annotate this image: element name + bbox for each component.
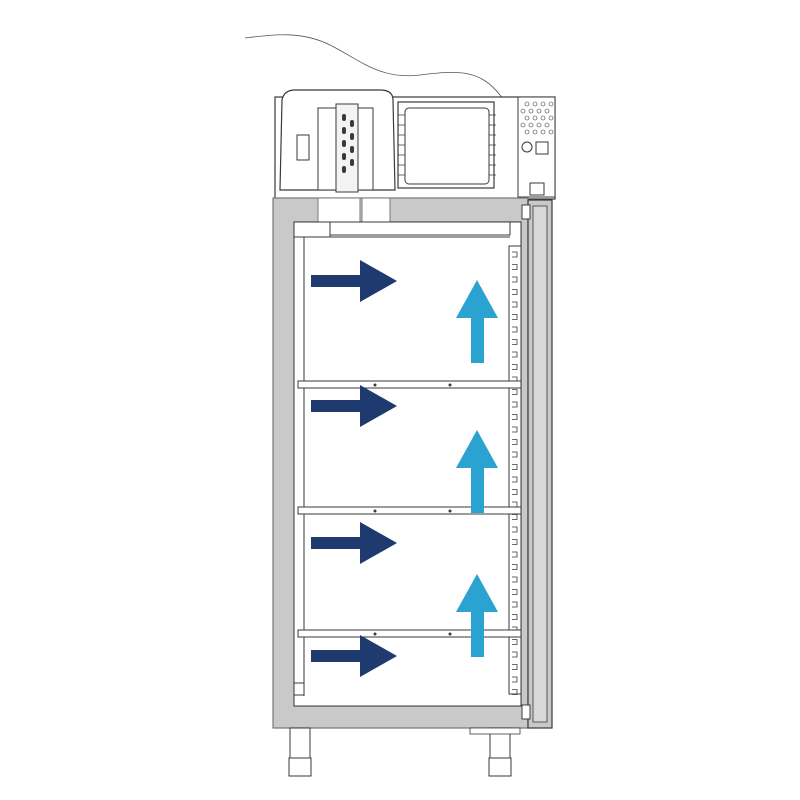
cabinet-door [521,199,553,729]
rail-slot [512,539,518,545]
rail-slot [512,314,518,320]
rail-slot [512,264,518,270]
rail-slot [512,401,518,408]
vertical-airflow-arrow [456,430,498,513]
rail-slot [512,326,518,333]
shelf [297,629,522,638]
rail-slot [512,576,518,583]
rail-slot [512,639,518,645]
rail-slot [512,601,518,608]
rail-slot [512,614,518,620]
rail-slot [512,476,518,483]
vertical-airflow-arrow [456,574,498,657]
shelf [297,380,522,389]
airflow-arrows [311,260,498,677]
rail-slot [512,389,518,395]
horizontal-airflow-arrow [311,635,397,677]
rail-slot [512,414,518,420]
rail-slot [512,451,518,458]
rail-slot [512,676,518,683]
horizontal-airflow-arrow [311,260,397,302]
shelf [297,506,522,515]
rack-rail [508,245,522,695]
rail-slot [512,339,518,345]
rail-slot [512,651,518,658]
refrigeration-unit [274,89,556,200]
rail-slot [512,464,518,470]
door-hinge-icon [521,204,531,220]
rail-slot [512,689,518,695]
rail-slot [512,351,518,358]
horizontal-airflow-arrow [311,385,397,427]
rail-slot [512,564,518,570]
rail-slot [512,251,518,258]
rail-slot [512,289,518,295]
rail-slot [512,439,518,445]
rail-slot [512,551,518,558]
rail-slot [512,426,518,433]
shelves [297,380,522,638]
rail-slot [512,589,518,595]
rail-slot [512,664,518,670]
door-hinge-icon [521,704,531,720]
rail-slot [512,364,518,370]
rail-slot [512,489,518,495]
cabinet-leg-icon [488,727,512,777]
horizontal-airflow-arrow [311,522,397,564]
cabinet-leg-icon [288,727,312,777]
rail-slot [512,526,518,533]
cabinet-legs [288,727,521,777]
rail-slot [512,301,518,308]
condenser-coil-icon [397,101,496,189]
vertical-airflow-arrow [456,280,498,363]
rail-slot [512,276,518,283]
